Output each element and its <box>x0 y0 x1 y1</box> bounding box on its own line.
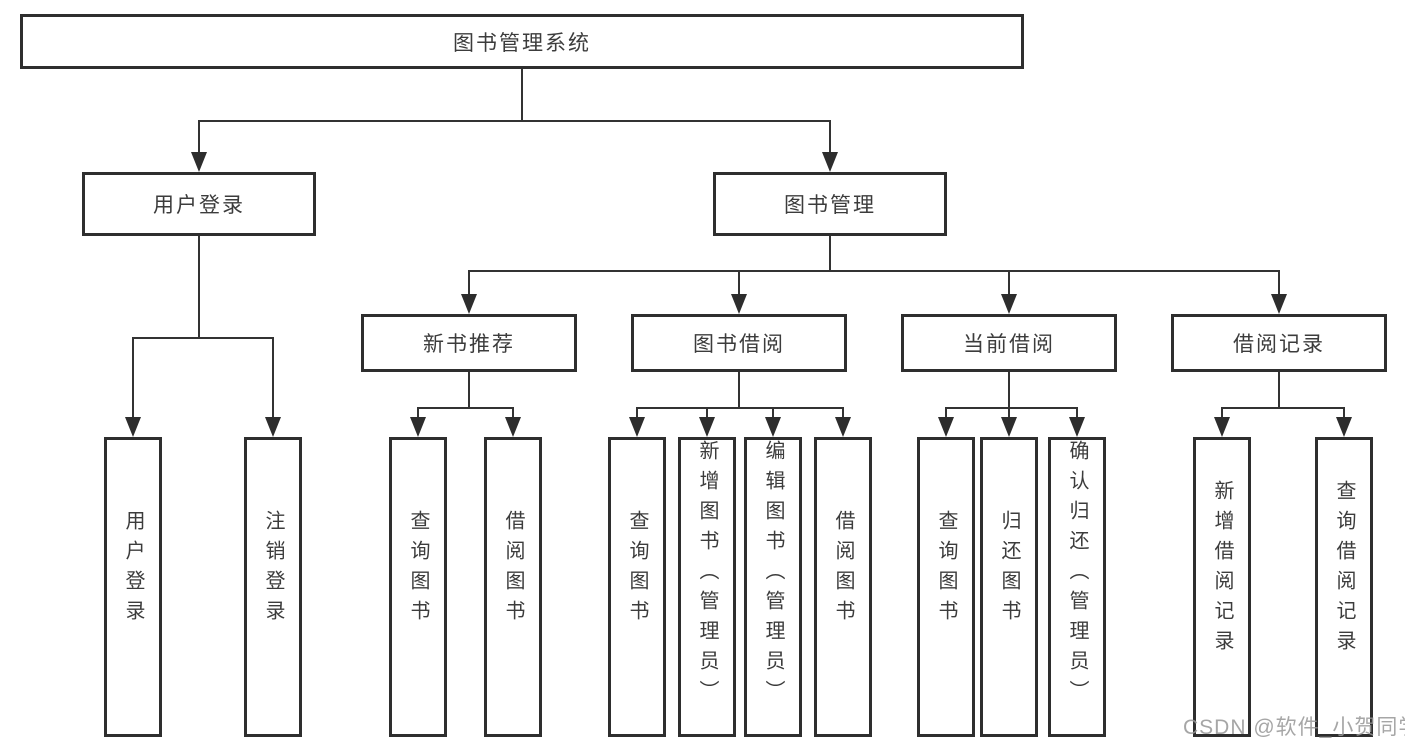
node-new-book-recommend: 新书推荐 <box>361 314 577 372</box>
arrow-down-icon <box>1001 417 1017 437</box>
connector-vline <box>272 337 274 419</box>
arrow-down-icon <box>410 417 426 437</box>
arrow-down-icon <box>1001 294 1017 314</box>
connector-vline <box>1076 407 1078 419</box>
arrow-down-icon <box>125 417 141 437</box>
arrow-down-icon <box>1214 417 1230 437</box>
connector-hline <box>417 407 514 409</box>
arrow-down-icon <box>1069 417 1085 437</box>
node-label: 图书借阅 <box>693 333 785 356</box>
connector-hline <box>1221 407 1345 409</box>
arrow-down-icon <box>938 417 954 437</box>
leaf-query-books-recommend: 查询图书 <box>389 437 447 737</box>
connector-vline <box>198 120 200 154</box>
connector-hline <box>468 270 1280 272</box>
node-current-borrow: 当前借阅 <box>901 314 1117 372</box>
leaf-label: 新增借阅记录 <box>1211 480 1233 660</box>
leaf-query-books-borrow: 查询图书 <box>608 437 666 737</box>
connector-hline <box>636 407 844 409</box>
leaf-edit-book-admin: 编辑图书（管理员） <box>744 437 802 737</box>
connector-vline <box>417 407 419 419</box>
connector-vline <box>521 69 523 122</box>
connector-vline <box>468 270 470 296</box>
connector-vline <box>842 407 844 419</box>
watermark: CSDN @软件_小贺同学 <box>1183 716 1405 739</box>
leaf-add-borrow-record: 新增借阅记录 <box>1193 437 1251 737</box>
leaf-label: 用户登录 <box>122 510 144 630</box>
leaf-label: 借阅图书 <box>502 510 524 630</box>
leaf-label: 查询图书 <box>935 510 957 630</box>
connector-vline <box>1343 407 1345 419</box>
node-root: 图书管理系统 <box>20 14 1024 69</box>
node-borrow-records: 借阅记录 <box>1171 314 1387 372</box>
connector-vline <box>738 372 740 409</box>
connector-vline <box>468 372 470 409</box>
connector-vline <box>945 407 947 419</box>
leaf-return-book: 归还图书 <box>980 437 1038 737</box>
leaf-label: 查询图书 <box>407 510 429 630</box>
connector-vline <box>132 337 134 419</box>
connector-vline <box>636 407 638 419</box>
leaf-query-books-current: 查询图书 <box>917 437 975 737</box>
leaf-logout: 注销登录 <box>244 437 302 737</box>
arrow-down-icon <box>505 417 521 437</box>
leaf-confirm-return-admin: 确认归还（管理员） <box>1048 437 1106 737</box>
connector-vline <box>829 236 831 272</box>
connector-vline <box>1008 270 1010 296</box>
leaf-label: 新增图书（管理员） <box>696 440 718 710</box>
connector-vline <box>1008 407 1010 419</box>
connector-vline <box>198 236 200 339</box>
connector-vline <box>512 407 514 419</box>
leaf-query-borrow-record: 查询借阅记录 <box>1315 437 1373 737</box>
leaf-borrow-books-recommend: 借阅图书 <box>484 437 542 737</box>
connector-vline <box>829 120 831 154</box>
arrow-down-icon <box>765 417 781 437</box>
node-root-label: 图书管理系统 <box>453 31 591 55</box>
arrow-down-icon <box>461 294 477 314</box>
connector-hline <box>945 407 1078 409</box>
node-book-borrow: 图书借阅 <box>631 314 847 372</box>
node-user-login: 用户登录 <box>82 172 316 236</box>
arrow-down-icon <box>265 417 281 437</box>
leaf-user-login: 用户登录 <box>104 437 162 737</box>
leaf-label: 归还图书 <box>998 510 1020 630</box>
arrow-down-icon <box>629 417 645 437</box>
leaf-label: 注销登录 <box>262 510 284 630</box>
connector-vline <box>738 270 740 296</box>
node-book-management: 图书管理 <box>713 172 947 236</box>
leaf-label: 查询借阅记录 <box>1333 480 1355 660</box>
arrow-down-icon <box>1271 294 1287 314</box>
arrow-down-icon <box>1336 417 1352 437</box>
connector-vline <box>1278 270 1280 296</box>
node-label: 用户登录 <box>153 194 245 217</box>
connector-vline <box>1221 407 1223 419</box>
connector-vline <box>706 407 708 419</box>
connector-hline <box>198 120 831 122</box>
node-label: 图书管理 <box>784 194 876 217</box>
arrow-down-icon <box>699 417 715 437</box>
leaf-label: 查询图书 <box>626 510 648 630</box>
leaf-label: 借阅图书 <box>832 510 854 630</box>
leaf-add-book-admin: 新增图书（管理员） <box>678 437 736 737</box>
connector-hline <box>132 337 274 339</box>
leaf-borrow-books: 借阅图书 <box>814 437 872 737</box>
connector-vline <box>772 407 774 419</box>
connector-vline <box>1278 372 1280 409</box>
node-label: 当前借阅 <box>963 333 1055 356</box>
connector-vline <box>1008 372 1010 409</box>
arrow-down-icon <box>191 152 207 172</box>
arrow-down-icon <box>731 294 747 314</box>
node-label: 借阅记录 <box>1233 333 1325 356</box>
arrow-down-icon <box>822 152 838 172</box>
arrow-down-icon <box>835 417 851 437</box>
node-label: 新书推荐 <box>423 333 515 356</box>
leaf-label: 确认归还（管理员） <box>1066 440 1088 710</box>
leaf-label: 编辑图书（管理员） <box>762 440 784 710</box>
